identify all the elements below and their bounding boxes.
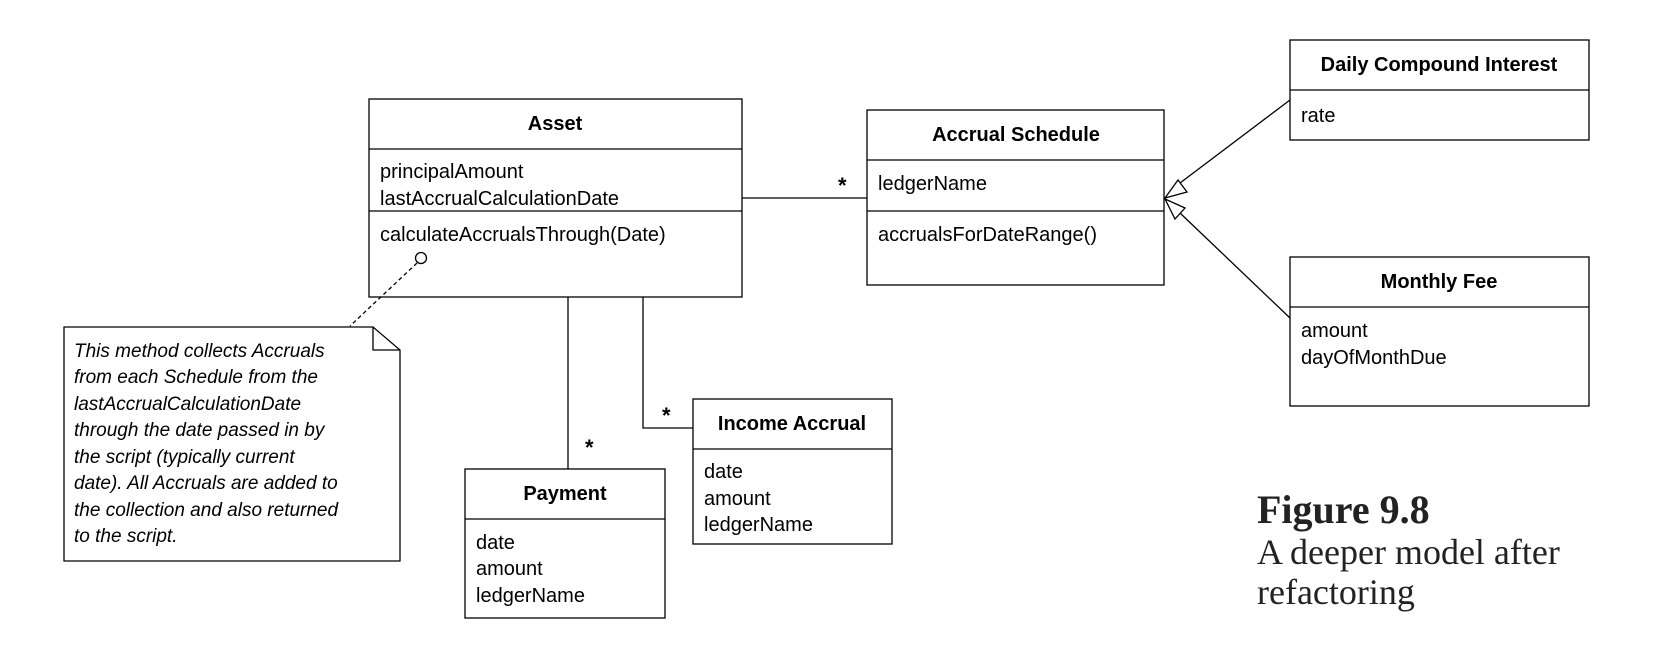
note-line: lastAccrualCalculationDate (74, 394, 301, 415)
class-attribute: date (476, 532, 515, 554)
class-title: Monthly Fee (1381, 271, 1498, 293)
generalization-arrowhead (1163, 178, 1189, 200)
class-attribute: lastAccrualCalculationDate (380, 188, 619, 210)
generalization-daily-interest (1179, 99, 1291, 184)
class-asset[interactable]: Asset principalAmount lastAccrualCalcula… (368, 98, 743, 298)
note-line: the script (typically current (74, 447, 295, 468)
note-connector (349, 262, 418, 327)
multiplicity-label: * (585, 435, 594, 460)
class-attribute: rate (1301, 105, 1335, 127)
class-daily-compound-interest[interactable]: Daily Compound Interest rate (1289, 39, 1590, 141)
class-attribute: ledgerName (476, 585, 585, 607)
class-title: Daily Compound Interest (1321, 54, 1558, 76)
note-line: date). All Accruals are added to (74, 473, 338, 494)
note-anchor-icon (414, 251, 428, 265)
class-payment[interactable]: Payment date amount ledgerName (464, 468, 666, 619)
class-income-accrual[interactable]: Income Accrual date amount ledgerName (692, 398, 893, 545)
note-line: from each Schedule from the (74, 367, 318, 388)
class-title: Asset (528, 113, 583, 135)
class-attribute: date (704, 461, 743, 483)
class-title: Accrual Schedule (932, 124, 1100, 146)
figure-caption: Figure 9.8 A deeper model after refactor… (1257, 487, 1657, 613)
class-attribute: amount (476, 558, 543, 580)
generalization-arrowhead (1163, 197, 1187, 221)
multiplicity-label: * (662, 403, 671, 428)
multiplicity-label: * (838, 173, 847, 198)
class-monthly-fee[interactable]: Monthly Fee amount dayOfMonthDue (1289, 256, 1590, 407)
class-attribute: dayOfMonthDue (1301, 347, 1447, 369)
class-operation: accrualsForDateRange() (878, 224, 1097, 246)
note-line: the collection and also returned (74, 500, 339, 521)
class-attribute: principalAmount (380, 161, 524, 183)
note: This method collects Accruals from each … (63, 326, 401, 562)
class-attribute: amount (1301, 320, 1368, 342)
class-accrual-schedule[interactable]: Accrual Schedule ledgerName accrualsForD… (866, 109, 1165, 286)
note-line: through the date passed in by (74, 420, 326, 441)
generalization-monthly-fee (1179, 212, 1291, 319)
class-title: Income Accrual (718, 413, 866, 435)
association-asset-income (642, 297, 693, 429)
class-attribute: ledgerName (704, 514, 813, 536)
note-line: This method collects Accruals (74, 341, 325, 362)
class-title: Payment (523, 483, 607, 505)
note-line: to the script. (74, 526, 178, 547)
figure-number: Figure 9.8 (1257, 487, 1430, 532)
class-attribute: amount (704, 488, 771, 510)
figure-caption-text: A deeper model after refactoring (1257, 532, 1560, 612)
class-attribute: ledgerName (878, 173, 987, 195)
class-operation: calculateAccrualsThrough(Date) (380, 224, 666, 246)
